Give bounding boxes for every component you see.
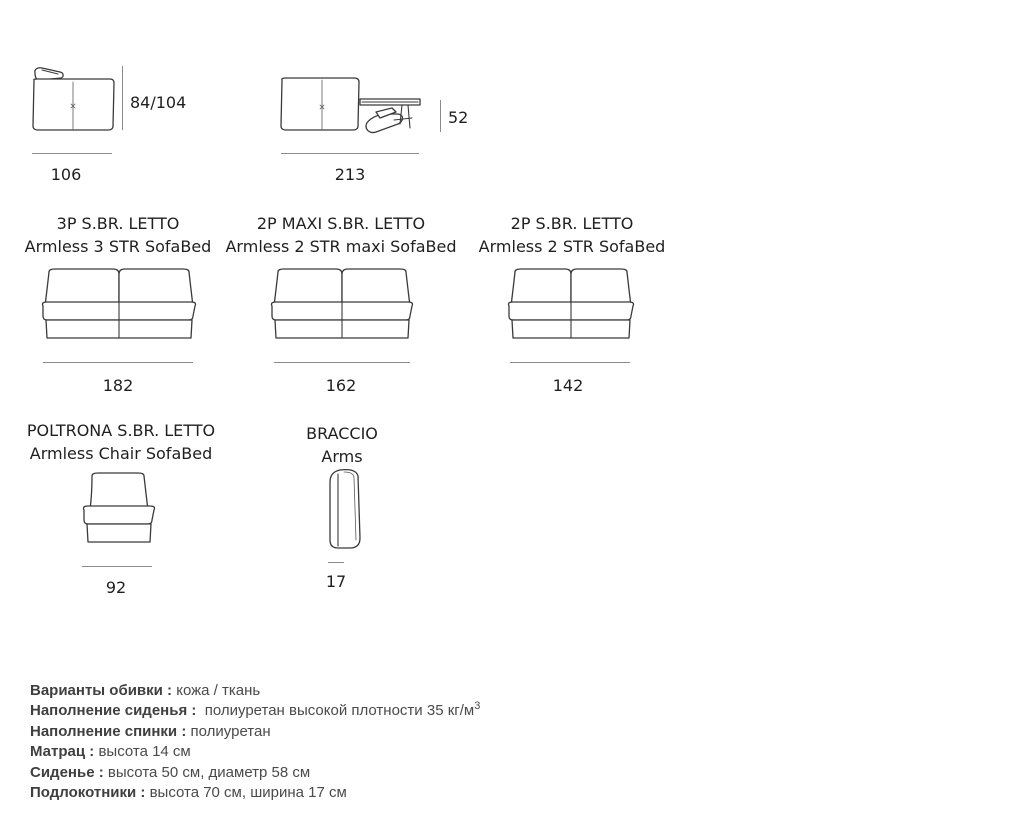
model-code: 2P S.BR. LETTO [510,214,634,233]
model-label-poltrona: POLTRONA S.BR. LETTO Armless Chair SofaB… [27,419,215,465]
arm-drawing [329,468,361,549]
model-name: Armless 2 STR SofaBed [478,237,666,256]
side-profile-drawing [32,67,115,131]
chair-drawing [82,472,156,543]
side-profile-height: 84/104 [130,93,187,112]
model-code: 3P S.BR. LETTO [56,214,180,233]
spec-value: высота 14 см [98,743,191,761]
bed-open-width-line [281,153,419,154]
spec-value: высота 50 см, диаметр 58 см [107,763,311,781]
side-profile-height-line [122,66,123,130]
spec-key: Сиденье : [30,763,104,781]
model-label-3p: 3P S.BR. LETTO Armless 3 STR SofaBed [25,212,212,258]
spec-upholstery: Варианты обивки : кожа / ткань [30,681,480,701]
sofa-2p-drawing [507,268,635,339]
spec-value: полиуретан [190,722,271,740]
side-profile-width: 106 [50,165,82,184]
spec-armrests: Подлокотники : высота 70 см, ширина 17 с… [30,783,480,803]
arm-width-line [328,562,344,563]
bed-open-width: 213 [334,165,366,184]
spec-value: высота 70 см, ширина 17 см [149,784,347,802]
bed-open-profile-drawing [280,77,421,134]
spec-key: Наполнение сиденья : [30,702,197,720]
model-name: Arms [321,447,363,466]
model-code: POLTRONA S.BR. LETTO [26,421,216,440]
model-label-2p-maxi: 2P MAXI S.BR. LETTO Armless 2 STR maxi S… [225,212,456,258]
spec-seat: Сиденье : высота 50 см, диаметр 58 см [30,763,480,783]
side-profile-width-line [32,153,112,154]
spec-superscript: 3 [474,700,481,713]
sofa-2p-maxi-drawing [270,268,414,339]
spec-mattress: Матрац : высота 14 см [30,742,480,762]
sofa-2p-width-line [510,362,630,363]
model-label-2p: 2P S.BR. LETTO Armless 2 STR SofaBed [479,212,666,258]
spec-key: Варианты обивки : [30,682,173,699]
spec-value: полиуретан высокой плотности 35 кг/м [204,702,475,720]
sofa-2p-width: 142 [552,376,584,395]
spec-back-filling: Наполнение спинки : полиуретан [30,722,480,742]
spec-seat-filling: Наполнение сиденья : полиуретан высокой … [30,701,480,721]
chair-width: 92 [105,578,127,597]
model-name: Armless 3 STR SofaBed [24,237,212,256]
sofa-2p-maxi-width-line [274,362,410,363]
sofa-2p-maxi-width: 162 [325,376,357,395]
model-name: Armless Chair SofaBed [29,444,213,463]
spec-value: кожа / ткань [176,682,261,699]
bed-open-height: 52 [448,108,469,127]
sofa-3p-width-line [43,362,193,363]
model-label-braccio: BRACCIO Arms [306,422,378,468]
chair-width-line [82,566,152,567]
sofa-3p-drawing [41,268,197,339]
arm-width: 17 [325,572,347,591]
model-code: BRACCIO [306,424,378,443]
bed-open-height-line [440,100,441,132]
sofa-3p-width: 182 [102,376,134,395]
specifications: Варианты обивки : кожа / ткань Наполнени… [30,681,480,803]
model-name: Armless 2 STR maxi SofaBed [225,237,457,256]
model-code: 2P MAXI S.BR. LETTO [256,214,426,233]
spec-key: Наполнение спинки : [30,722,187,740]
spec-key: Матрац : [30,743,95,761]
spec-key: Подлокотники : [30,784,146,802]
